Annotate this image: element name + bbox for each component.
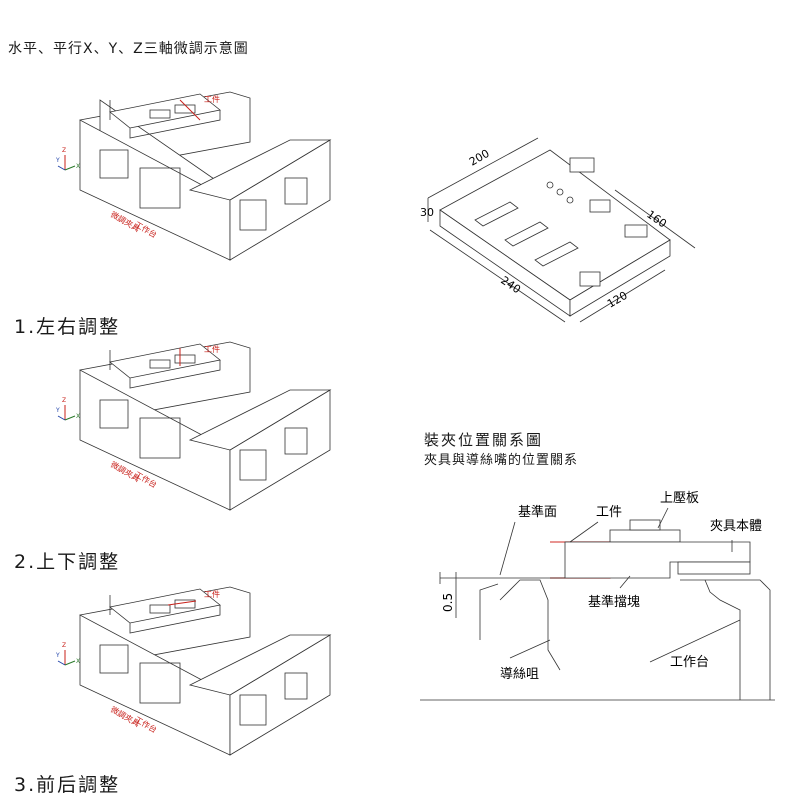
label-clearance: 0.5 <box>441 593 455 612</box>
iso-1-workpiece-label: 工件 <box>204 94 220 104</box>
label-workpiece: 工件 <box>596 505 622 520</box>
iso-diagram-1: 工件 微調夾具 工作台 Y X Z <box>55 91 332 261</box>
iso-3-axis-x: X <box>76 658 80 665</box>
step-3-label: 3.前后調整 <box>14 774 121 796</box>
iso-3-axis-y: Y <box>55 652 60 659</box>
label-fixture-body: 夾具本體 <box>710 519 762 534</box>
iso-diagram-2: 工件 微調夾具 工作台 Y X Z <box>55 341 332 511</box>
dimensioned-fixture-diagram: 200 30 160 240 120 <box>420 137 696 323</box>
relation-subtitle: 夾具與導絲嘴的位置關系 <box>424 453 579 468</box>
iso-1-axis-y: Y <box>55 157 60 164</box>
iso-3-axis-z: Z <box>62 642 66 649</box>
iso-3-workpiece-label: 工件 <box>204 589 220 599</box>
dim-30: 30 <box>420 206 434 219</box>
iso-drawing <box>57 586 332 756</box>
iso-diagram-3: 工件 微調夾具 工作台 Y X Z <box>55 586 332 756</box>
iso-2-axis-z: Z <box>62 397 66 404</box>
iso-2-workpiece-label: 工件 <box>204 344 220 354</box>
label-reference-face: 基準面 <box>518 504 557 520</box>
fixture-drawing <box>427 137 696 323</box>
iso-2-axis-y: Y <box>55 407 60 414</box>
section-drawing <box>420 507 775 701</box>
iso-1-axis-z: Z <box>62 147 66 154</box>
relation-title: 裝夾位置關系圖 <box>424 431 544 449</box>
iso-drawing <box>57 341 332 511</box>
iso-1-axis-x: X <box>76 163 80 170</box>
step-1-label: 1.左右調整 <box>14 316 121 338</box>
label-table: 工作台 <box>670 655 709 670</box>
iso-drawing <box>57 91 332 261</box>
label-reference-block: 基準擋塊 <box>588 594 640 610</box>
iso-2-axis-x: X <box>76 413 80 420</box>
clamping-relation-diagram: 基準面 工件 上壓板 夾具本體 基準擋塊 導絲咀 工作台 0.5 <box>420 491 775 701</box>
label-wire-guide: 導絲咀 <box>500 667 539 682</box>
step-2-label: 2.上下調整 <box>14 551 121 573</box>
label-top-plate: 上壓板 <box>660 491 699 506</box>
page-title: 水平、平行X、Y、Z三軸微調示意圖 <box>8 41 249 57</box>
